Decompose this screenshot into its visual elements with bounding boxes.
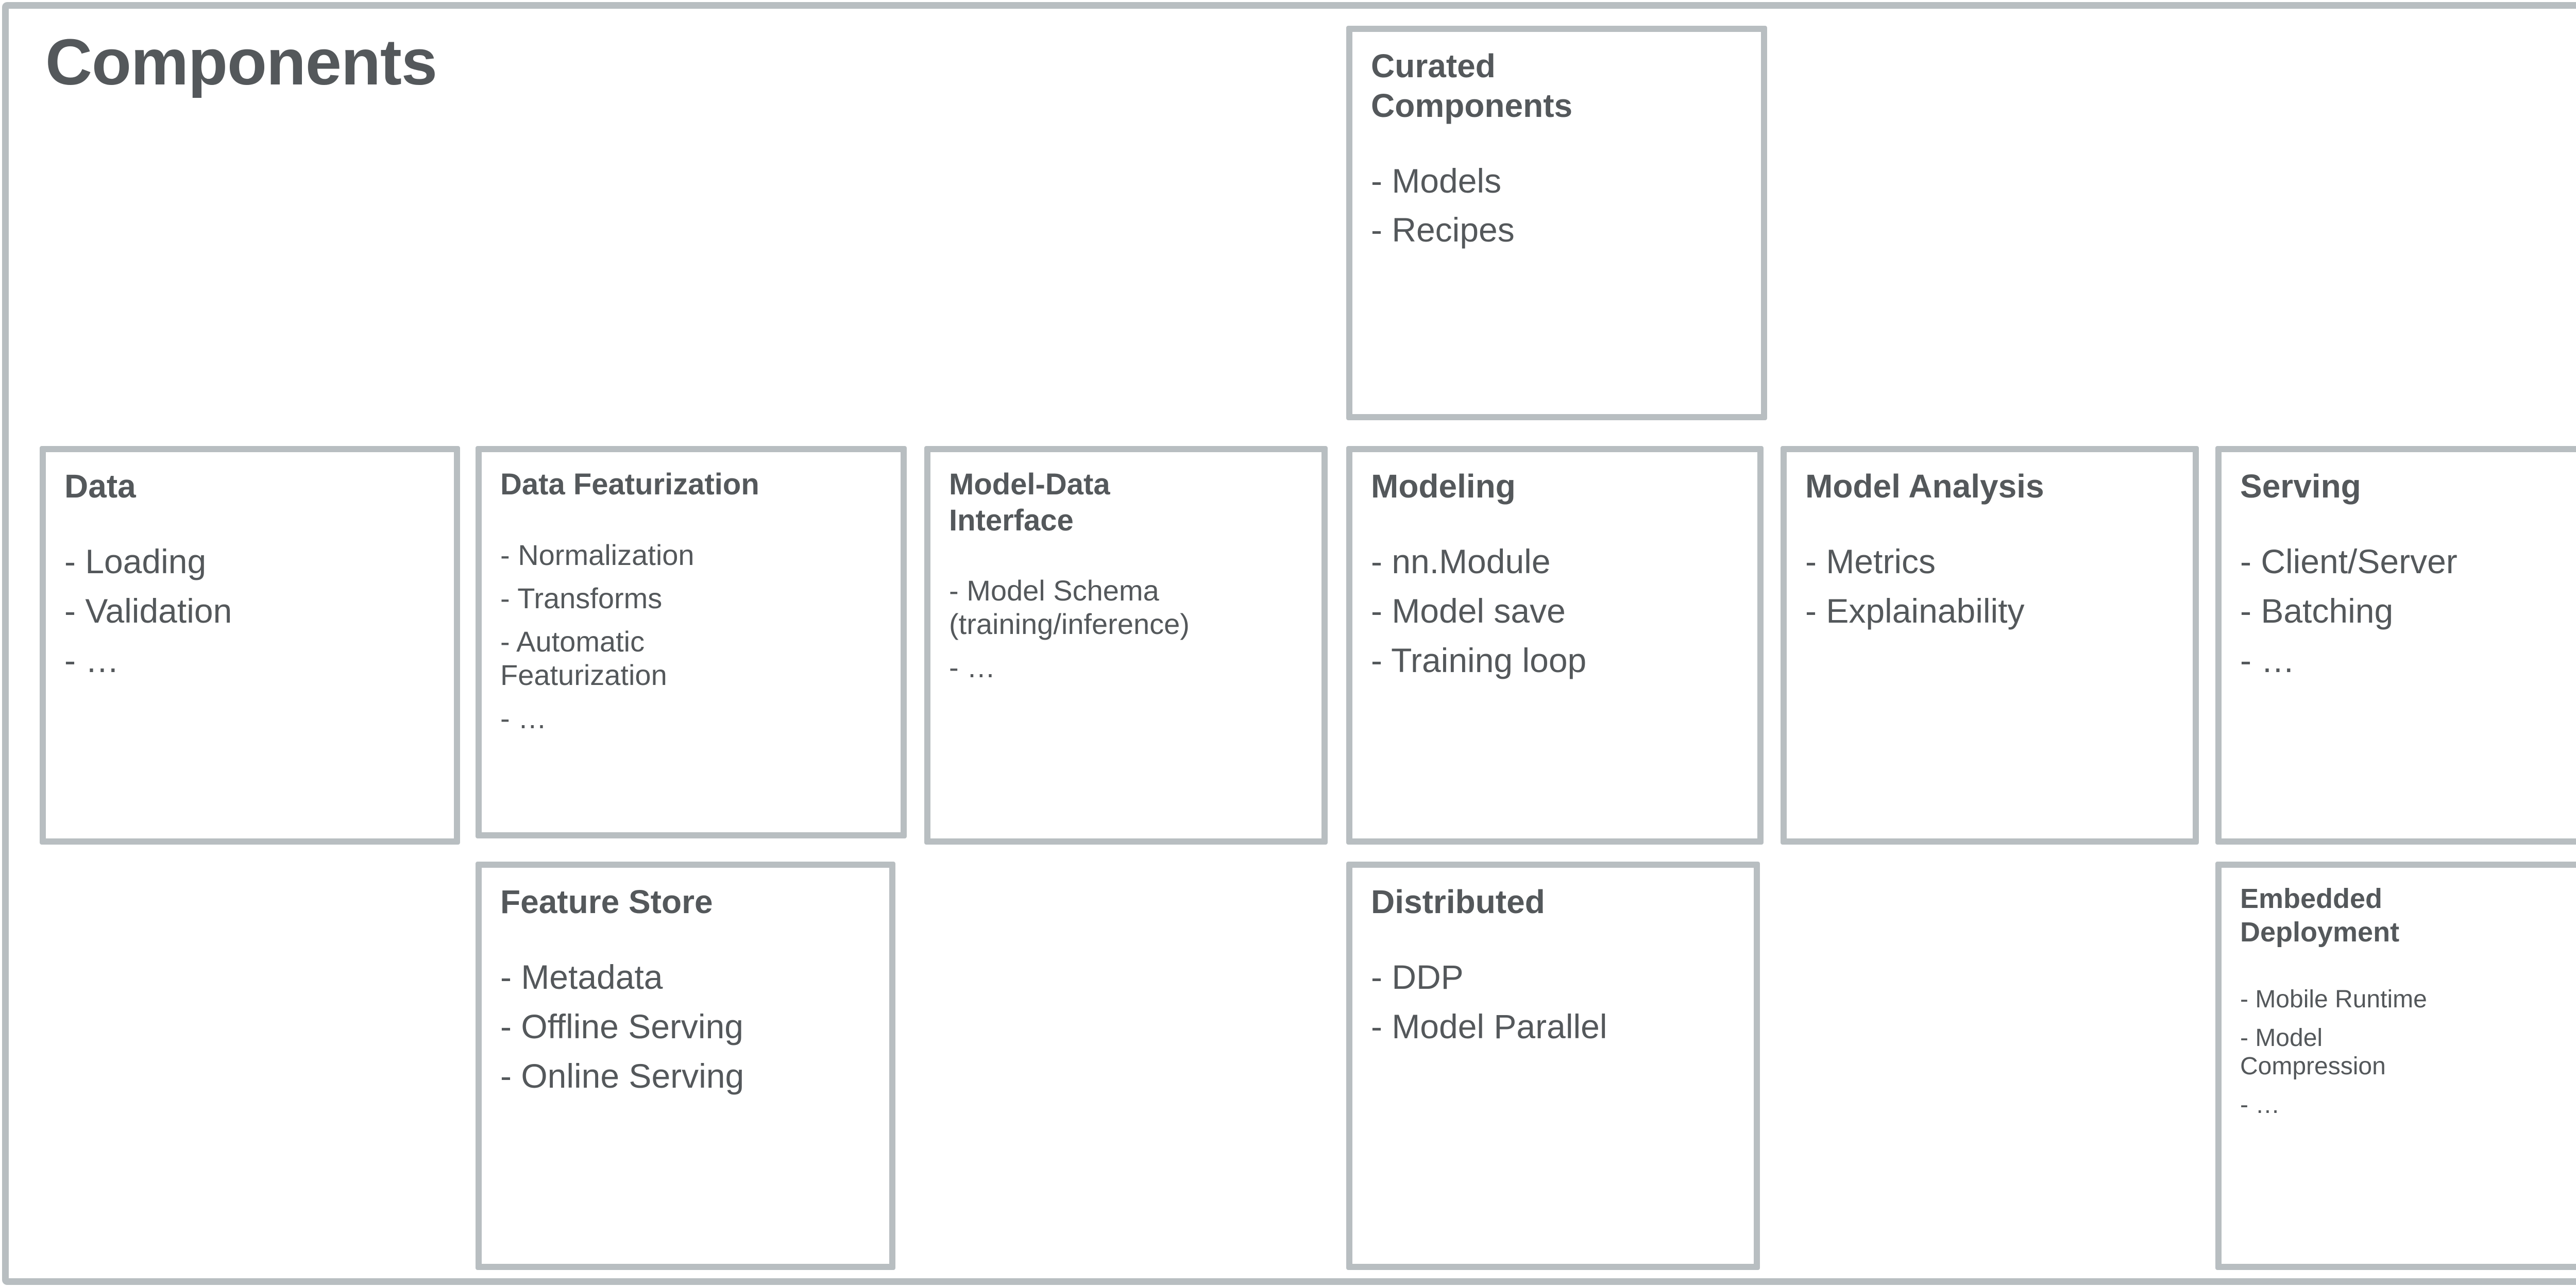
- box-title: Model-Data Interface: [949, 468, 1110, 537]
- box-item: - Online Serving: [500, 1056, 744, 1095]
- box-title: Embedded Deployment: [2240, 883, 2400, 948]
- box-embedded-deployment: Embedded Deployment - Mobile Runtime - M…: [2215, 862, 2576, 1270]
- box-title: Model Analysis: [1805, 468, 2044, 505]
- box-item: - …: [2240, 1091, 2280, 1119]
- box-feature-store: Feature Store - Metadata - Offline Servi…: [476, 862, 895, 1270]
- box-item: - Model save: [1371, 591, 1566, 630]
- box-item: - Metrics: [1805, 542, 1936, 580]
- box-modeling: Modeling - nn.Module - Model save - Trai…: [1346, 446, 1764, 845]
- box-serving: Serving - Client/Server - Batching - …: [2215, 446, 2576, 845]
- box-distributed: Distributed - DDP - Model Parallel: [1346, 862, 1760, 1270]
- box-title: Distributed: [1371, 883, 1545, 920]
- box-item: - Offline Serving: [500, 1007, 743, 1045]
- box-item: - Model Schema (training/inference): [949, 574, 1190, 640]
- box-item: - …: [2240, 641, 2295, 679]
- box-item: - …: [64, 641, 120, 679]
- box-item: - DDP: [1371, 957, 1464, 996]
- box-title: Data Featurization: [500, 468, 759, 501]
- page-title: Components: [45, 26, 437, 98]
- box-item: - Metadata: [500, 957, 663, 996]
- box-model-analysis: Model Analysis - Metrics - Explainabilit…: [1781, 446, 2199, 845]
- box-item: - Explainability: [1805, 591, 2025, 630]
- box-item: - Models: [1371, 161, 1502, 200]
- box-item: - Mobile Runtime: [2240, 985, 2427, 1013]
- box-item: - Loading: [64, 542, 207, 580]
- box-item: - Validation: [64, 591, 232, 630]
- box-title: Serving: [2240, 468, 2361, 505]
- box-item: - Model Compression: [2240, 1024, 2386, 1080]
- box-data-featurization: Data Featurization - Normalization - Tra…: [476, 446, 907, 838]
- box-item: - Recipes: [1371, 211, 1515, 249]
- box-item: - Normalization: [500, 538, 694, 571]
- box-title: Modeling: [1371, 468, 1516, 505]
- box-item: - Automatic Featurization: [500, 625, 667, 691]
- box-data: Data - Loading - Validation - …: [40, 446, 460, 845]
- box-item: - …: [500, 702, 547, 735]
- box-curated-components: Curated Components - Models - Recipes: [1346, 26, 1767, 420]
- box-item: - Client/Server: [2240, 542, 2458, 580]
- box-item: - …: [949, 650, 996, 683]
- box-model-data-interface: Model-Data Interface - Model Schema (tra…: [924, 446, 1328, 845]
- box-item: - Batching: [2240, 591, 2394, 630]
- box-item: - Transforms: [500, 581, 663, 614]
- box-title: Feature Store: [500, 883, 713, 920]
- box-item: - Training loop: [1371, 641, 1587, 679]
- box-title: Data: [64, 468, 136, 505]
- box-title: Curated Components: [1371, 47, 1573, 124]
- box-item: - nn.Module: [1371, 542, 1551, 580]
- box-item: - Model Parallel: [1371, 1007, 1607, 1045]
